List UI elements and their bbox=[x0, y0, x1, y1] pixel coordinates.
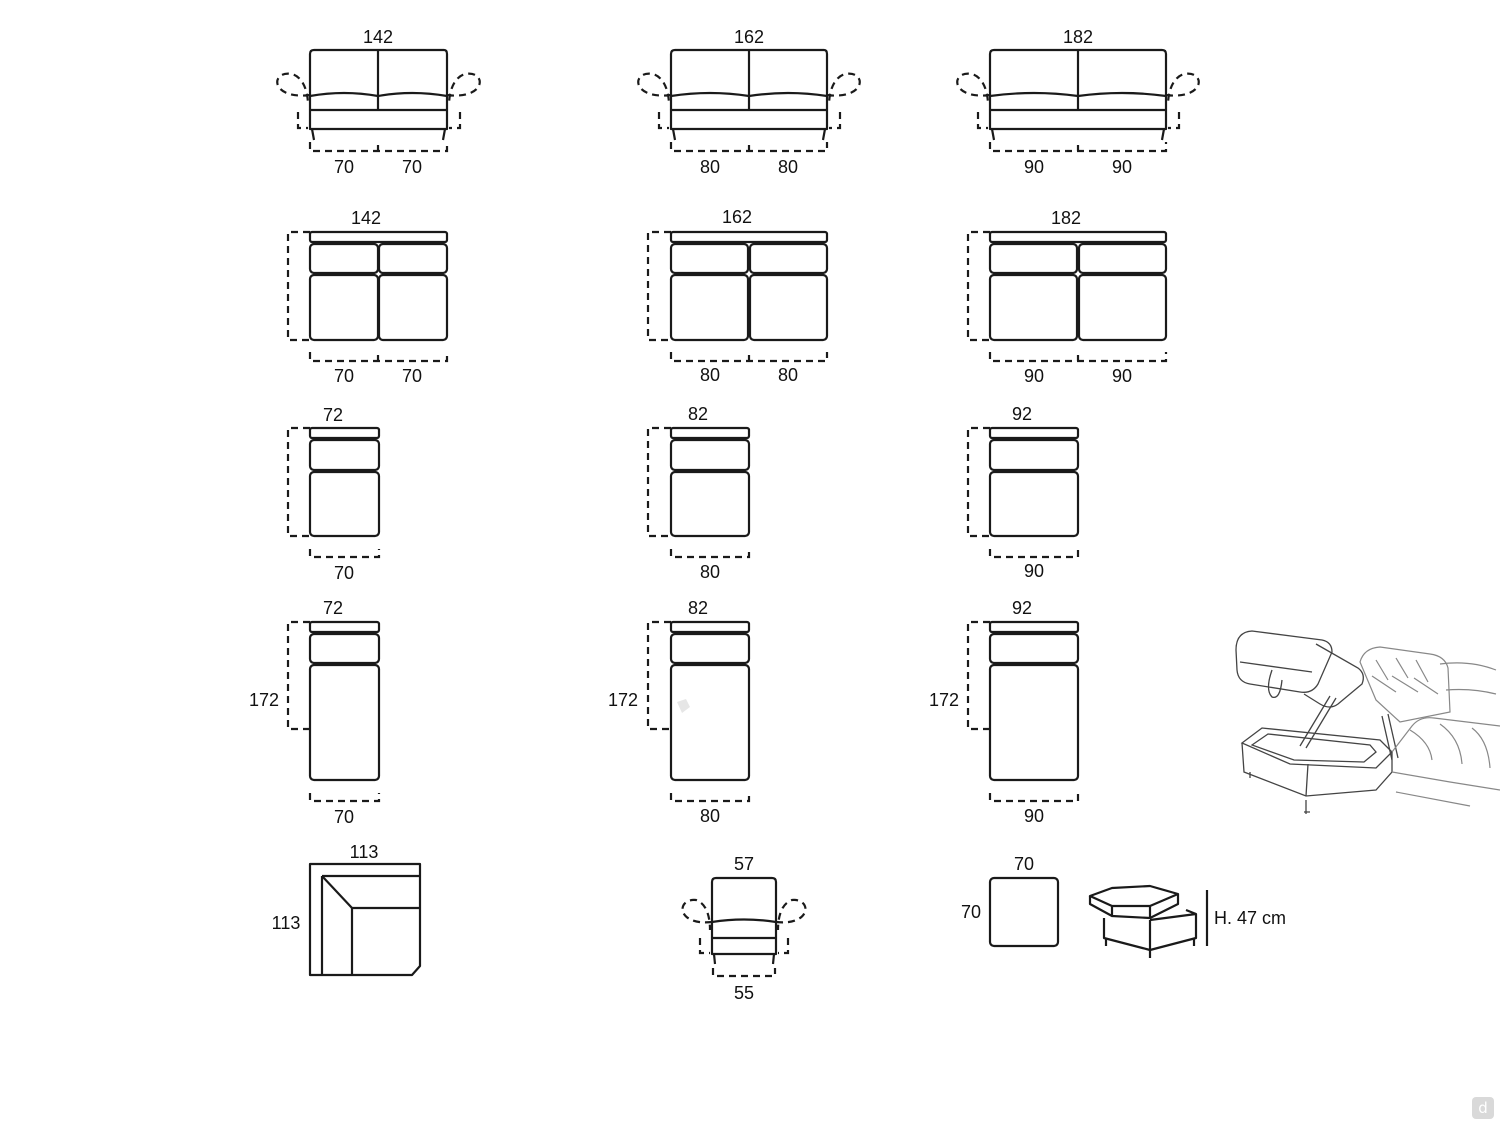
dimension-label: 80 bbox=[700, 157, 720, 177]
sofa-plan-162: 162 80 80 bbox=[646, 207, 829, 385]
chaise-72: 72 172 70 bbox=[249, 598, 381, 827]
height-label: H. 47 cm bbox=[1214, 908, 1286, 928]
sofa-front-162: 162 80 80 bbox=[637, 27, 861, 177]
dimension-label: 80 bbox=[700, 806, 720, 826]
dimension-label: 113 bbox=[272, 913, 301, 933]
chaise-92: 92 172 90 bbox=[929, 598, 1080, 826]
module-single-82: 82 80 bbox=[646, 404, 751, 582]
dimension-label: 172 bbox=[929, 690, 959, 710]
armchair-front: 57 55 bbox=[681, 854, 807, 1003]
storage-chaise-illustration bbox=[1235, 630, 1500, 814]
dimension-label: 80 bbox=[778, 365, 798, 385]
dimension-label: 70 bbox=[961, 902, 981, 922]
sofa-plan-182: 182 90 90 bbox=[966, 208, 1168, 386]
dimension-label: 90 bbox=[1024, 806, 1044, 826]
dimension-label: 57 bbox=[734, 854, 754, 874]
dimension-label: 80 bbox=[700, 365, 720, 385]
module-single-72: 72 70 bbox=[286, 405, 381, 583]
dimension-label: 113 bbox=[350, 842, 379, 862]
pouf-plan: 70 70 bbox=[961, 854, 1060, 948]
dimension-label: 72 bbox=[323, 405, 343, 425]
dimension-label: 172 bbox=[608, 690, 638, 710]
chaise-82: 82 172 80 bbox=[608, 598, 751, 826]
dimension-label: 80 bbox=[778, 157, 798, 177]
dimension-label: 55 bbox=[734, 983, 754, 1003]
d-logo-icon: d bbox=[1472, 1097, 1494, 1119]
dimension-label: 80 bbox=[700, 562, 720, 582]
pouf-illustration: H. 47 cm bbox=[1088, 884, 1286, 958]
dimension-label: 82 bbox=[688, 404, 708, 424]
dimension-label: 70 bbox=[402, 157, 422, 177]
dimension-label: 72 bbox=[323, 598, 343, 618]
dimension-label: 172 bbox=[249, 690, 279, 710]
dimension-label: 70 bbox=[334, 563, 354, 583]
dimension-label: 92 bbox=[1012, 598, 1032, 618]
dimension-label: 82 bbox=[688, 598, 708, 618]
dimension-label: 70 bbox=[402, 366, 422, 386]
dimension-label: 162 bbox=[734, 27, 764, 47]
dimension-label: 90 bbox=[1024, 366, 1044, 386]
dimension-label: 162 bbox=[722, 207, 752, 227]
dimension-label: 90 bbox=[1112, 366, 1132, 386]
dimension-label: 182 bbox=[1051, 208, 1081, 228]
dimension-label: 70 bbox=[1014, 854, 1034, 874]
dimension-label: 142 bbox=[351, 208, 381, 228]
dimension-label: 90 bbox=[1024, 157, 1044, 177]
dimension-label: 90 bbox=[1024, 561, 1044, 581]
dimension-label: 142 bbox=[363, 27, 393, 47]
corner-module: 113 113 bbox=[272, 842, 422, 977]
module-single-92: 92 90 bbox=[966, 404, 1080, 581]
dimension-label: 90 bbox=[1112, 157, 1132, 177]
sofa-front-182: 182 90 90 bbox=[956, 27, 1200, 177]
dimension-label: 70 bbox=[334, 366, 354, 386]
dimension-label: 70 bbox=[334, 807, 354, 827]
sofa-front-142: 142 70 70 bbox=[276, 27, 481, 177]
dimension-label: 92 bbox=[1012, 404, 1032, 424]
dimension-label: 182 bbox=[1063, 27, 1093, 47]
dimension-label: 70 bbox=[334, 157, 354, 177]
sofa-plan-142: 142 70 70 bbox=[286, 208, 449, 386]
